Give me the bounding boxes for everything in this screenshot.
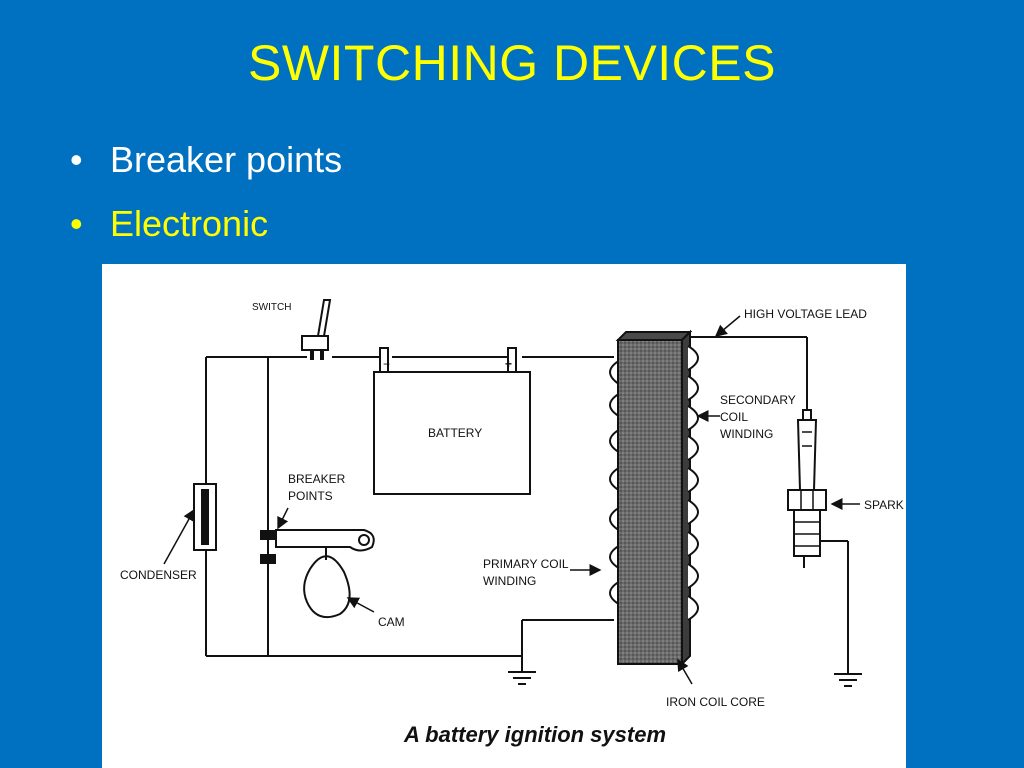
breaker-points-label-line2: POINTS xyxy=(288,489,333,503)
switch-label: SWITCH xyxy=(252,302,291,313)
bullet-text: Electronic xyxy=(110,203,269,244)
bullet-item-breaker-points: • Breaker points xyxy=(70,128,342,192)
ignition-diagram: SWITCH − + BATTERY BREAKER POINTS CONDEN… xyxy=(102,264,906,768)
secondary-coil-label-line3: WINDING xyxy=(720,427,773,441)
battery-label: BATTERY xyxy=(428,426,482,440)
bullet-item-electronic: • Electronic xyxy=(70,192,342,256)
switch-icon xyxy=(301,299,332,360)
cam-label: CAM xyxy=(378,615,405,629)
condenser-label: CONDENSER xyxy=(120,568,197,582)
bullet-list: • Breaker points • Electronic xyxy=(70,128,342,256)
breaker-points-icon xyxy=(260,529,375,564)
secondary-coil-label-line1: SECONDARY xyxy=(720,393,796,407)
high-voltage-lead-label: HIGH VOLTAGE LEAD xyxy=(744,307,867,321)
bullet-text: Breaker points xyxy=(110,139,343,180)
spark-label: SPARK xyxy=(864,498,904,512)
ignition-diagram-svg: SWITCH − + BATTERY BREAKER POINTS CONDEN… xyxy=(120,299,904,747)
secondary-coil-icon xyxy=(687,345,699,621)
bullet-icon: • xyxy=(70,139,83,180)
condenser-icon xyxy=(193,483,217,551)
primary-coil-label-line2: WINDING xyxy=(483,574,536,588)
cam-icon xyxy=(303,548,351,618)
battery-minus-label: − xyxy=(383,357,390,371)
diagram-caption: A battery ignition system xyxy=(403,722,666,747)
ground-icon xyxy=(834,673,862,687)
iron-coil-core-icon xyxy=(615,329,693,667)
secondary-coil-label-line2: COIL xyxy=(720,410,748,424)
battery-icon xyxy=(373,347,531,495)
breaker-points-label-line1: BREAKER xyxy=(288,472,346,486)
bullet-icon: • xyxy=(70,203,83,244)
primary-coil-label-line1: PRIMARY COIL xyxy=(483,557,569,571)
spark-plug-icon xyxy=(787,409,827,568)
leader-arrows xyxy=(163,315,860,685)
ground-icon xyxy=(508,671,536,685)
iron-coil-core-label: IRON COIL CORE xyxy=(666,695,765,709)
battery-plus-label: + xyxy=(505,357,512,371)
slide-title: SWITCHING DEVICES xyxy=(248,35,776,91)
